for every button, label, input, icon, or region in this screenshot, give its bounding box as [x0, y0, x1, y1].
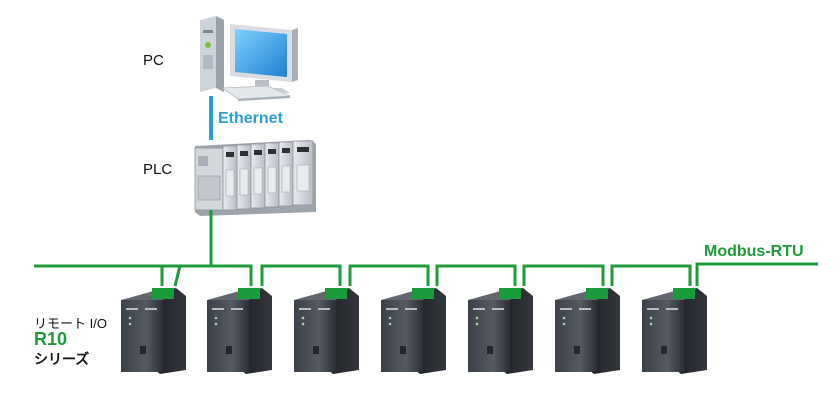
- remote-io-series: シリーズ: [34, 351, 90, 367]
- remote-io-model: R10: [34, 329, 68, 349]
- remote-io-module-5: [468, 288, 533, 374]
- plc-label: PLC: [143, 161, 173, 178]
- remote-io-module-1: [121, 288, 186, 374]
- remote-io-module-7: [642, 288, 707, 374]
- remote-io-title: リモート I/O: [34, 316, 107, 331]
- pc-label: PC: [143, 52, 164, 69]
- plc-icon: [194, 140, 316, 216]
- pc-icon: [200, 16, 298, 101]
- modbus-label: Modbus-RTU: [704, 243, 804, 260]
- remote-io-module-6: [555, 288, 620, 374]
- remote-io-module-2: [207, 288, 272, 374]
- modbus-cable: [34, 210, 818, 287]
- remote-io-module-3: [294, 288, 359, 374]
- remote-io-module-4: [381, 288, 446, 374]
- ethernet-label: Ethernet: [218, 110, 283, 127]
